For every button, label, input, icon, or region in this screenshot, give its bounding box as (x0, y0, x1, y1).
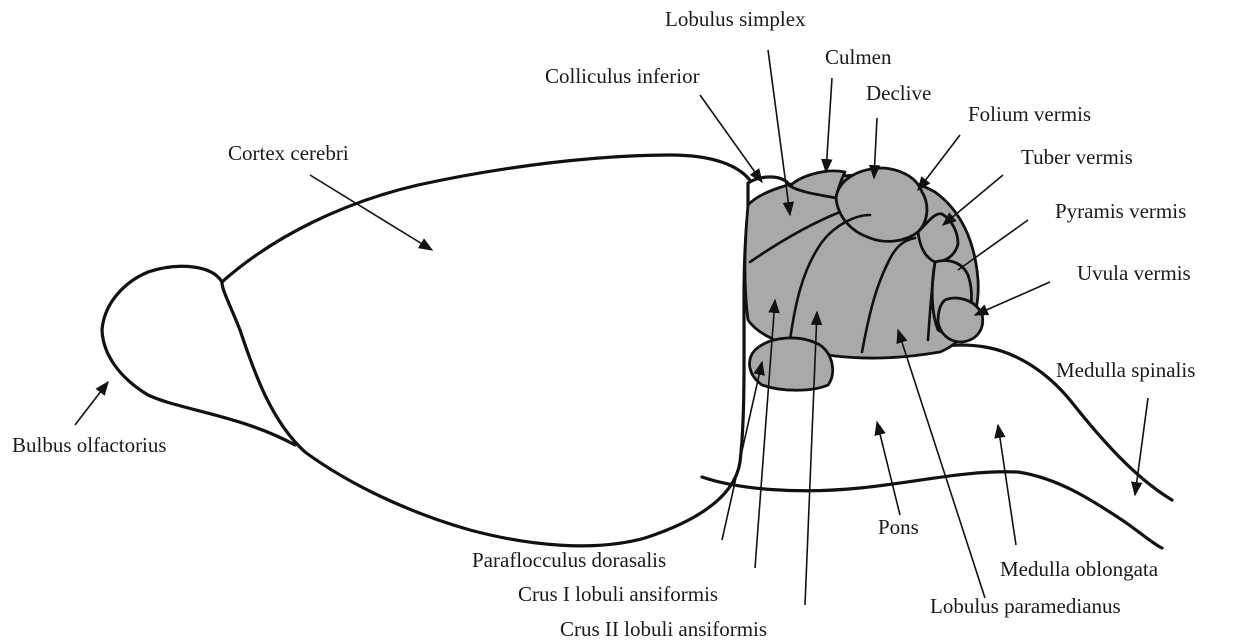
label-medulla-oblongata: Medulla oblongata (1000, 557, 1159, 581)
label-crus-ii: Crus II lobuli ansiformis (560, 617, 767, 641)
label-lobulus-simplex: Lobulus simplex (665, 7, 806, 31)
label-cortex-cerebri: Cortex cerebri (228, 141, 349, 165)
uvula-vermis-shape (938, 298, 983, 342)
label-declive: Declive (866, 81, 931, 105)
leader-uvula-vermis (975, 282, 1050, 315)
leader-tuber-vermis (943, 175, 1003, 225)
cerebellum (745, 168, 983, 390)
label-lobulus-paramedianus: Lobulus paramedianus (930, 594, 1121, 618)
label-folium-vermis: Folium vermis (968, 102, 1091, 126)
leader-lobulus-paramedianus (898, 330, 985, 598)
label-paraflocculus-dorasalis: Paraflocculus dorasalis (472, 548, 666, 572)
cortex-cerebri-shape (222, 155, 752, 546)
leader-culmen (826, 78, 832, 172)
label-colliculus-inferior: Colliculus inferior (545, 64, 700, 88)
leader-medulla-oblongata (998, 425, 1016, 545)
leader-pons (877, 422, 900, 515)
leader-paraflocculus-dorasalis (722, 362, 762, 540)
label-pyramis-vermis: Pyramis vermis (1055, 199, 1186, 223)
leader-bulbus-olfactorius (75, 382, 108, 425)
label-culmen: Culmen (825, 45, 892, 69)
label-uvula-vermis: Uvula vermis (1077, 261, 1191, 285)
medulla-lower-contour (702, 472, 1162, 548)
leader-folium-vermis (918, 135, 960, 190)
label-pons: Pons (878, 515, 919, 539)
label-bulbus-olfactorius: Bulbus olfactorius (12, 433, 167, 457)
label-tuber-vermis: Tuber vermis (1021, 145, 1133, 169)
leader-colliculus-inferior (700, 95, 762, 182)
bulbus-olfactorius-shape (102, 266, 295, 445)
label-crus-i: Crus I lobuli ansiformis (518, 582, 718, 606)
leader-lines (75, 50, 1148, 605)
label-medulla-spinalis: Medulla spinalis (1056, 358, 1195, 382)
leader-crus-i (755, 300, 775, 568)
brain-outline (102, 155, 1172, 548)
